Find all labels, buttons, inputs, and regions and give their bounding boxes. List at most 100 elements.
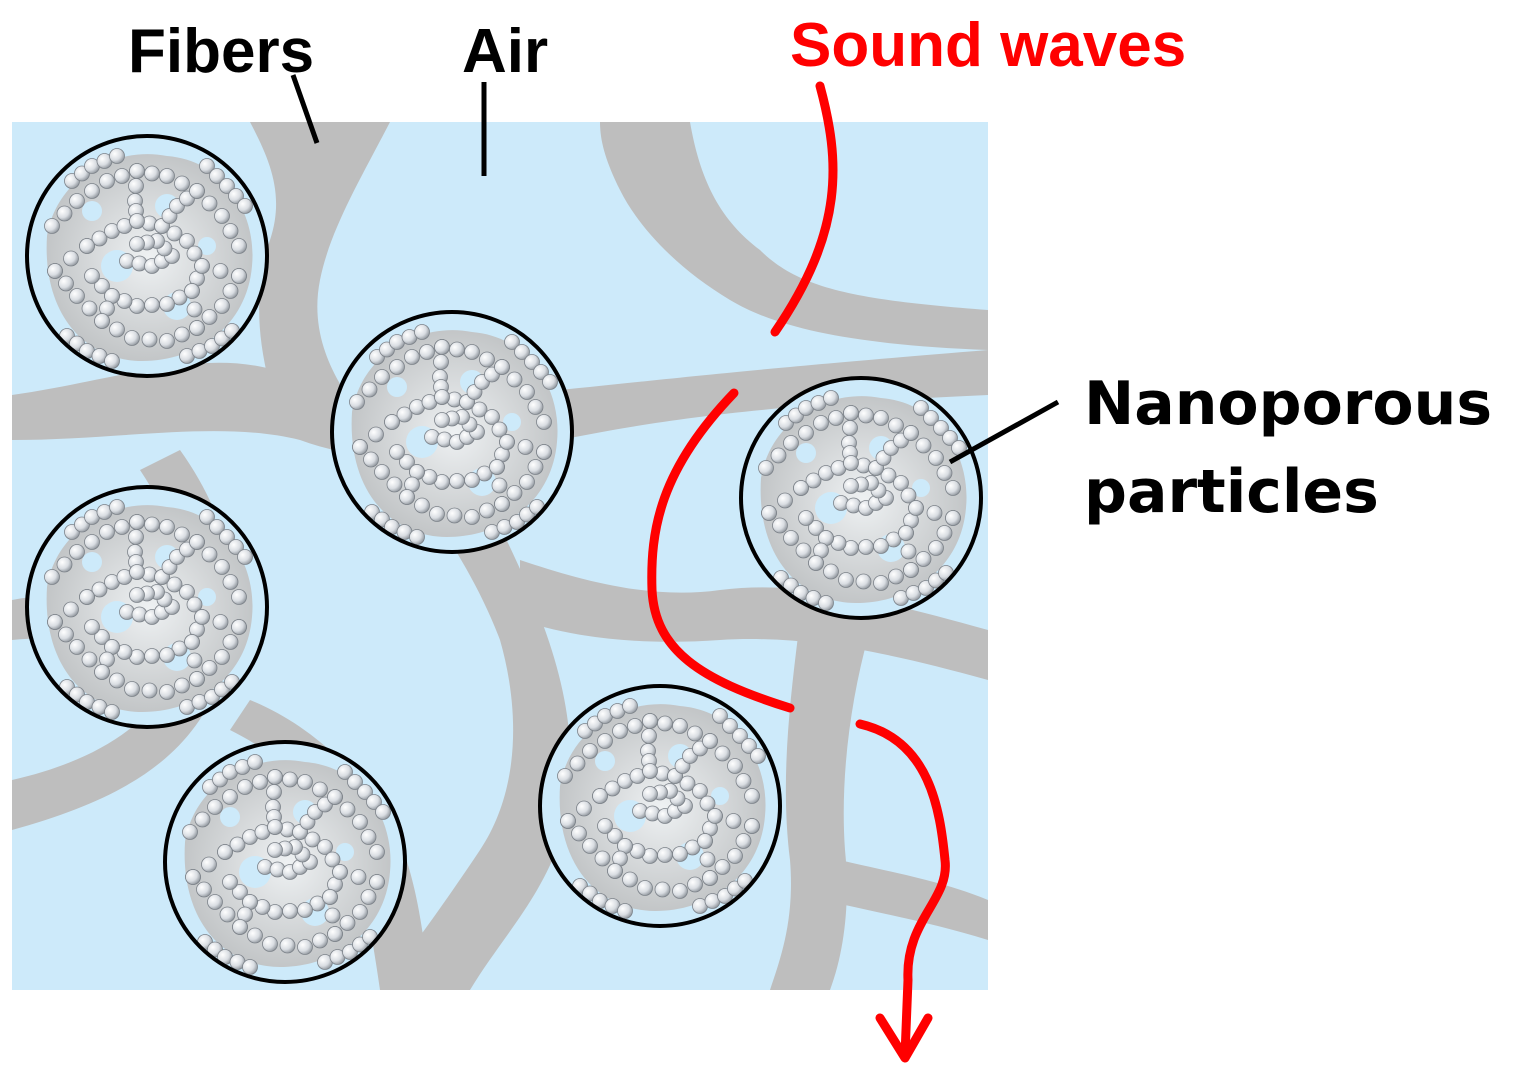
nanoparticle-bead (702, 870, 718, 886)
nanoparticle-bead (642, 713, 658, 729)
nanoparticle-bead (888, 568, 904, 585)
nanoparticle-bead (750, 748, 766, 764)
fibers-label: Fibers (128, 17, 314, 86)
nanoparticle-bead (209, 168, 225, 184)
nanoparticle-bead (214, 208, 230, 224)
nanoparticle-bead (207, 799, 223, 815)
nanoparticle-bead (84, 619, 100, 635)
nanoparticle-bead (159, 519, 175, 535)
nanoparticle-bead (201, 309, 218, 325)
nanoparticle-bead (642, 786, 658, 802)
nanoparticle-bead (267, 819, 283, 835)
nanoparticle-bead (237, 198, 253, 214)
nanoparticle-bead (823, 563, 839, 580)
nanoparticle-bead (741, 738, 757, 754)
nanoparticle-bead (396, 406, 413, 423)
nanoparticle-bead (727, 758, 743, 774)
nanoparticle-bead (159, 333, 175, 349)
particle-outline (163, 740, 407, 984)
nanoparticle-bead (309, 895, 326, 912)
sound-waves-label: Sound waves (790, 11, 1186, 80)
nanoparticle-bead (44, 218, 60, 234)
nanoparticle-bead (219, 178, 235, 194)
nanoparticle-bead (350, 869, 367, 885)
nanoparticle-bead (915, 437, 932, 454)
nanoparticle-bead (808, 555, 824, 571)
nanoparticle-bead (201, 856, 217, 873)
nanoparticle-bead (542, 374, 558, 390)
nanoparticle-bead (279, 937, 296, 954)
nanoparticle-bead (179, 584, 195, 600)
particle-pore (503, 413, 521, 431)
nanoporous-particle (163, 740, 407, 984)
nanoporous-particle (739, 376, 983, 620)
nanoparticle-bead (576, 800, 592, 817)
nanoparticle-bead (69, 544, 85, 560)
nanoparticle-bead (297, 902, 313, 918)
particle-pore (82, 201, 102, 221)
nanoparticle-bead (166, 576, 183, 593)
nanoparticle-bead (228, 539, 244, 555)
nanoparticle-bead (855, 573, 872, 590)
nanoparticle-bead (858, 407, 874, 424)
nanoparticle-bead (174, 175, 190, 192)
nanoparticle-bead (389, 444, 405, 460)
nanoparticle-bead (186, 245, 203, 262)
nanoparticle-bead (84, 183, 100, 199)
nanoparticle-bead (129, 163, 145, 179)
nanoparticle-bead (297, 774, 313, 790)
nanoparticle-bead (714, 745, 731, 762)
nanoparticle-bead (129, 564, 145, 580)
nanoparticle-bead (214, 559, 230, 575)
nanoporous-particle (25, 485, 269, 729)
nanoparticle-bead (312, 932, 328, 949)
nanoparticle-bead (104, 353, 120, 369)
nanoparticle-bead (174, 677, 190, 694)
nanoparticle-bead (237, 549, 253, 565)
nanoparticle-bead (433, 354, 449, 370)
nanoparticle-bead (212, 263, 229, 279)
nanoparticle-bead (928, 540, 944, 556)
particle-outline (538, 684, 782, 928)
nanoparticle-bead (84, 534, 100, 550)
nanoparticle-bead (199, 509, 215, 525)
particle-outline (25, 485, 269, 729)
nanoparticle-bead (124, 681, 140, 697)
nanoparticle-bead (267, 842, 283, 858)
nanoparticle-bead (772, 517, 788, 534)
nanoparticle-bead (194, 258, 210, 274)
nanoparticle-bead (129, 213, 145, 229)
particle-pore (912, 479, 930, 497)
nanoparticle-bead (592, 788, 608, 804)
particle-outline (739, 376, 983, 620)
nanoparticle-bead (337, 764, 353, 780)
nanoparticle-bead (702, 733, 718, 749)
nanoparticle-bead (888, 417, 904, 434)
nanoparticle-bead (69, 639, 85, 655)
nanoparticle-bead (231, 238, 247, 254)
nanoparticle-bead (758, 460, 774, 476)
nanoparticle-bead (449, 341, 465, 358)
nanoparticle-bead (124, 330, 140, 346)
nanoparticle-bead (793, 480, 809, 496)
nanoparticle-bead (129, 587, 145, 603)
nanoparticle-bead (242, 959, 258, 975)
nanoparticle-bead (494, 496, 510, 512)
nanoparticle-bead (189, 671, 205, 687)
nanoparticle-bead (414, 497, 430, 514)
nanoparticle-bead (499, 434, 515, 450)
nanoparticle-bead (873, 575, 889, 591)
nanoparticle-bead (926, 505, 943, 521)
nanoparticle-bead (928, 450, 944, 466)
fiber-strand (380, 420, 571, 990)
nanoparticle-bead (818, 595, 834, 611)
nanoparticle-bead (494, 359, 510, 375)
nanoparticle-bead (582, 838, 598, 854)
nanoparticle-bead (808, 520, 824, 536)
nanoparticle-bead (933, 420, 949, 436)
nanoparticle-bead (722, 718, 738, 734)
nanoparticle-bead (843, 455, 859, 471)
nanoparticle-bead (219, 906, 236, 923)
nanoparticle-bead (174, 326, 190, 343)
nanoparticle-bead (109, 672, 125, 689)
